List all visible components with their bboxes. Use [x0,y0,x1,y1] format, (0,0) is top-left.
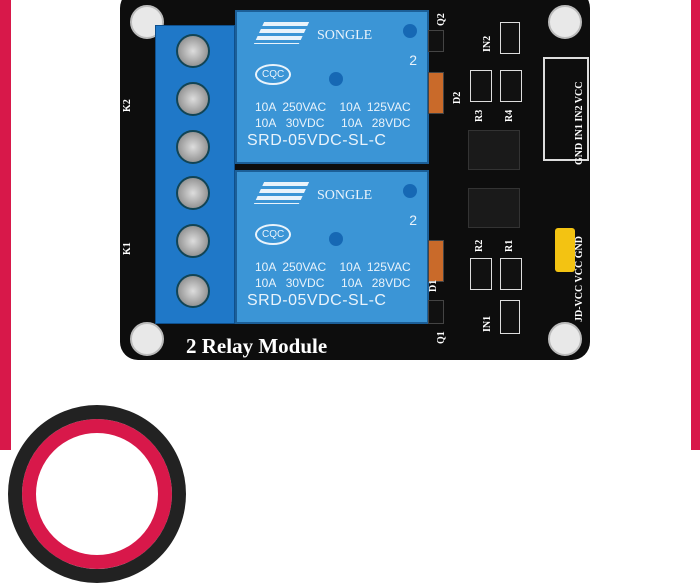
songle-logo-icon [253,22,310,44]
screw-icon [176,274,210,308]
resistor-r3 [470,70,492,102]
label-k2: K2 [122,99,133,112]
relay-rating-1: 10A 250VAC 10A 125VAC [255,100,411,114]
relay-2: SONGLE 2 CQC 10A 250VAC 10A 125VAC 10A 3… [235,10,429,164]
frame-left [0,0,11,450]
label-q2: Q2 [436,13,447,26]
screw-terminal-block [155,25,235,324]
label-d2: D2 [452,91,463,104]
label-jumper: JD-VCC VCC GND [574,236,585,322]
frame-right [691,0,700,450]
resistor-r4 [500,70,522,102]
label-k1: K1 [122,242,133,255]
cqc-mark: CQC [255,224,292,245]
label-in1: IN1 [482,315,493,332]
label-r1: R1 [504,239,515,252]
screw-icon [176,34,210,68]
label-d1: D1 [428,279,439,292]
screw-icon [176,224,210,258]
relay-rating-2: 10A 30VDC 10A 28VDC [255,116,411,130]
relay-rating-1: 10A 250VAC 10A 125VAC [255,260,411,274]
led-in1 [500,300,520,334]
transistor-q2 [428,30,444,52]
screw-icon [176,176,210,210]
relay-dot [403,24,417,38]
store-logo-ring [8,405,186,583]
cqc-mark: CQC [255,64,292,85]
mount-hole [130,322,164,356]
label-r4: R4 [504,109,515,122]
relay-dot [329,72,343,86]
relay-number: 2 [409,52,417,68]
led-in2 [500,22,520,54]
board-title: 2 Relay Module [186,334,328,358]
relay-rating-2: 10A 30VDC 10A 28VDC [255,276,411,290]
relay-brand: SONGLE [317,28,373,43]
relay-model: SRD-05VDC-SL-C [247,292,387,309]
mount-hole [548,5,582,39]
diode-d1 [428,240,444,282]
songle-logo-icon [253,182,310,204]
transistor-q1 [428,300,444,324]
relay-brand: SONGLE [317,188,373,203]
optocoupler-2 [468,188,520,228]
jumper-cap [555,228,575,272]
label-r3: R3 [474,109,485,122]
diode-d2 [428,72,444,114]
relay-1: SONGLE 2 CQC 10A 250VAC 10A 125VAC 10A 3… [235,170,429,324]
relay-dot [403,184,417,198]
relay-number: 2 [409,212,417,228]
label-header: GND IN1 IN2 VCC [574,81,585,165]
relay-model: SRD-05VDC-SL-C [247,132,387,149]
optocoupler-1 [468,130,520,170]
label-r2: R2 [474,239,485,252]
store-text-fragment [490,438,690,450]
screw-icon [176,82,210,116]
label-q1: Q1 [436,331,447,344]
screw-icon [176,130,210,164]
relay-dot [329,232,343,246]
label-in2: IN2 [482,35,493,52]
resistor-r1 [500,258,522,290]
resistor-r2 [470,258,492,290]
pin-header [543,57,589,161]
mount-hole [548,322,582,356]
